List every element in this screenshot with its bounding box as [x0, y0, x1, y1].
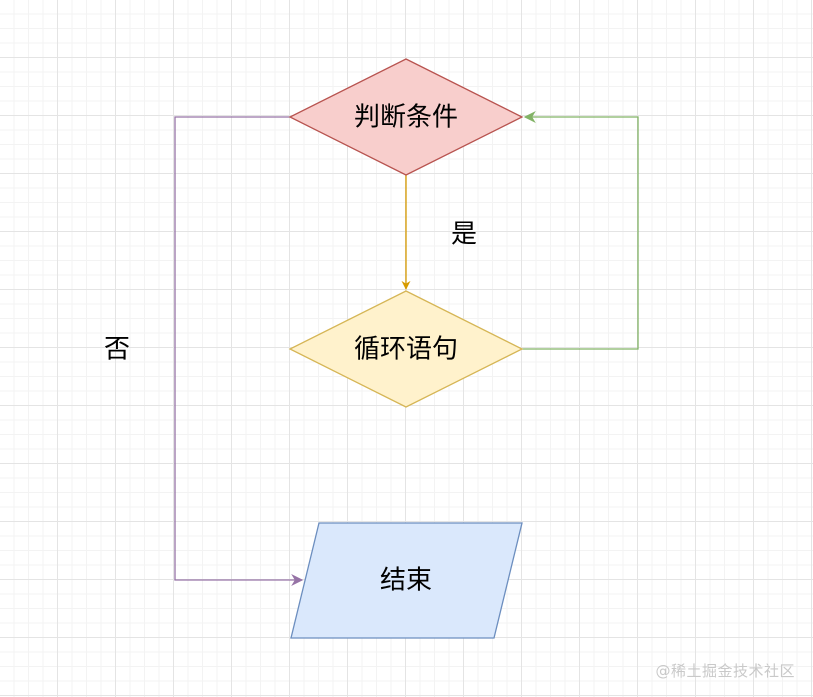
condition-diamond [288, 58, 524, 176]
end-label: 结束 [380, 566, 432, 596]
condition-node[interactable]: 判断条件 [288, 58, 524, 176]
edge-back [522, 111, 639, 350]
edge-no-label: 否 [104, 335, 130, 365]
watermark-text: @稀土掘金技术社区 [655, 662, 795, 680]
loop-label: 循环语句 [354, 335, 458, 365]
end-parallelogram [290, 522, 523, 639]
loop-diamond [288, 290, 524, 408]
edge-no [174, 116, 304, 586]
condition-label: 判断条件 [354, 103, 458, 133]
end-node[interactable]: 结束 [290, 522, 523, 639]
edge-yes-label: 是 [451, 220, 477, 250]
loop-node[interactable]: 循环语句 [288, 290, 524, 408]
